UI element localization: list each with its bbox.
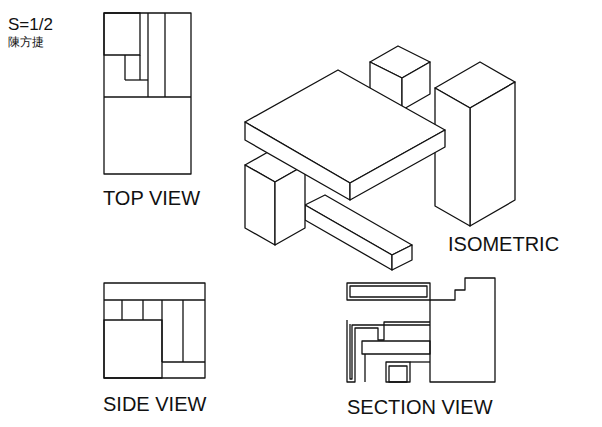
view-title: ISOMETRIC [448,234,559,254]
top-view [104,13,191,174]
author-name: 陳方捷 [8,36,44,48]
section-view [347,278,495,382]
scale-note: S=1/2 [8,16,53,33]
view-title: SECTION VIEW [347,397,493,417]
view-title: SIDE VIEW [103,394,206,414]
side-view [104,283,205,378]
view-title: TOP VIEW [103,188,200,208]
